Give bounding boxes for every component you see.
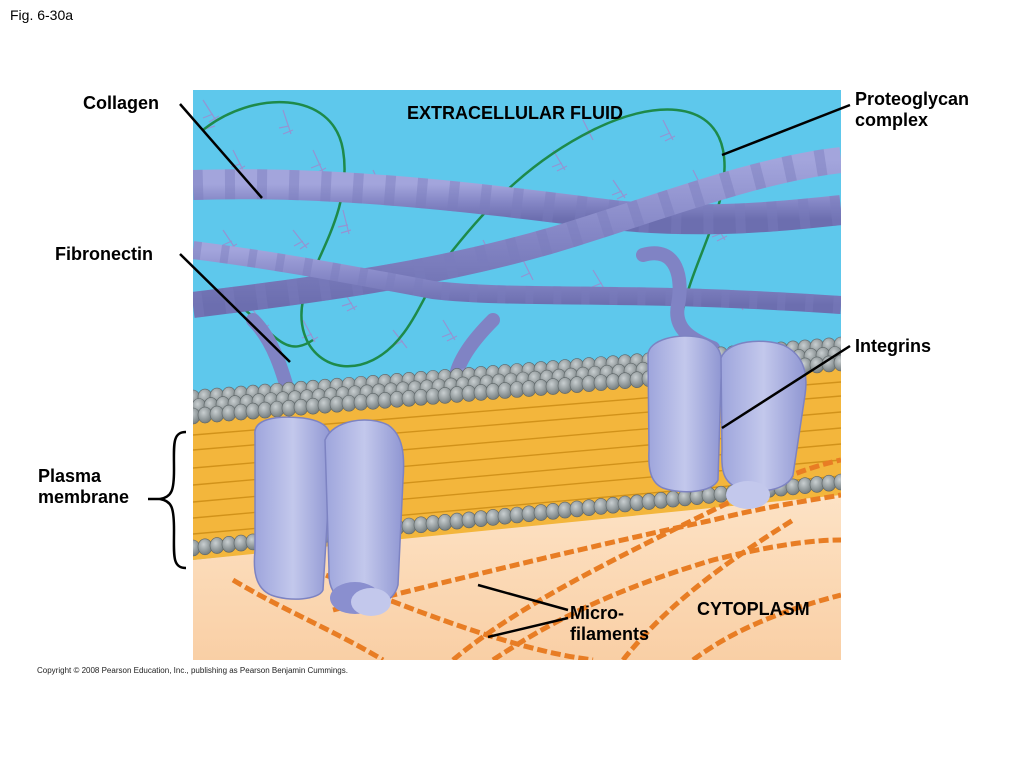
proteoglycan-label-line1: Proteoglycan — [855, 89, 970, 109]
integrin-right — [647, 335, 807, 509]
integrins-label: Integrins — [855, 336, 932, 356]
collagen-label: Collagen — [83, 93, 160, 113]
microfilaments-label-line2: filaments — [570, 624, 650, 644]
microfilaments-label: Micro- filaments — [570, 603, 649, 645]
phospholipid-head — [833, 354, 841, 372]
figure-number: Fig. 6-30a — [10, 7, 74, 23]
proteoglycan-label-line2: complex — [855, 110, 929, 130]
phospholipid-heads-top — [193, 336, 841, 425]
ecm-illustration — [193, 90, 841, 660]
copyright-notice: Copyright © 2008 Pearson Education, Inc.… — [37, 666, 348, 675]
plasma-membrane-label-line2: membrane — [38, 487, 130, 507]
proteoglycan-label: Proteoglycan complex — [855, 89, 969, 131]
extracellular-fluid-label: EXTRACELLULAR FLUID — [407, 103, 623, 123]
cytoplasm-label: CYTOPLASM — [697, 599, 810, 619]
cytoplasm-region — [193, 490, 841, 660]
plasma-membrane-label: Plasma membrane — [38, 466, 129, 508]
integrin-left — [253, 416, 405, 616]
microfilaments-label-line1: Micro- — [570, 603, 624, 623]
ecm-diagram — [193, 90, 841, 660]
microfilaments — [231, 457, 841, 660]
plasma-membrane-label-line1: Plasma — [38, 466, 102, 486]
phospholipid-head — [833, 473, 841, 491]
fibronectin-label: Fibronectin — [55, 244, 153, 264]
